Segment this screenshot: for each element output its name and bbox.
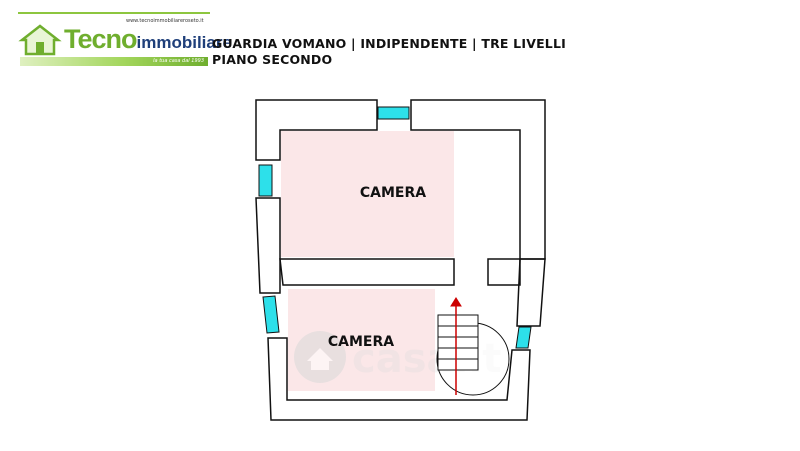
stair-flight xyxy=(437,314,479,371)
room-label-lower: CAMERA xyxy=(328,334,394,350)
logo-tagline: la tua casa dal 1993 xyxy=(153,58,204,64)
wall-stair-alcove xyxy=(487,258,521,286)
house-icon xyxy=(18,24,62,56)
room-label-upper: CAMERA xyxy=(360,185,426,201)
logo-brand-main: Tecno xyxy=(64,24,138,54)
wall-bottom xyxy=(267,337,531,421)
window-right xyxy=(515,326,532,349)
floor-label: PIANO SECONDO xyxy=(212,52,333,67)
stair-arrow-head xyxy=(450,297,462,307)
wall-left-middle xyxy=(255,197,281,294)
wall-right-lower xyxy=(516,258,546,327)
wall-upper-left xyxy=(255,99,378,161)
window-left-lower xyxy=(262,295,280,334)
logo-brand-sub: immobiliare xyxy=(136,33,232,52)
wall-partition xyxy=(279,258,455,286)
room-fill-upper xyxy=(281,131,454,257)
window-top xyxy=(377,106,410,120)
logo-brand: Tecnoimmobiliare xyxy=(64,26,232,53)
window-left-upper xyxy=(258,164,273,197)
listing-title: GUARDIA VOMANO | INDIPENDENTE | TRE LIVE… xyxy=(212,36,566,51)
logo-bar xyxy=(20,57,208,66)
logo-top-line xyxy=(18,12,210,14)
staircase xyxy=(436,297,510,396)
agency-logo: www.tecnoimmobiliareroseto.it Tecnoimmob… xyxy=(18,12,232,68)
logo-url: www.tecnoimmobiliareroseto.it xyxy=(126,18,204,24)
